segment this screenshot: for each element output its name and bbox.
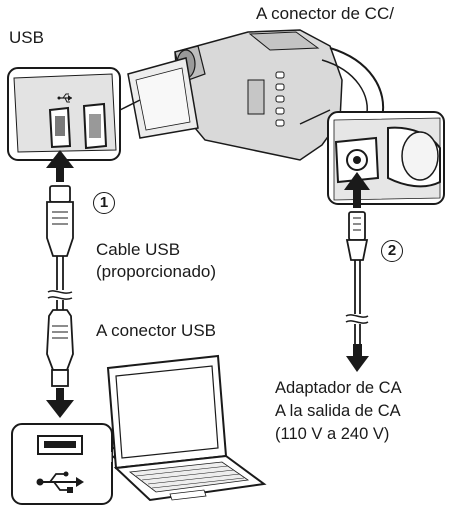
usb-port-callout <box>8 68 140 160</box>
usb-label: USB <box>9 28 44 48</box>
ac-outlet-label: A la salida de CA <box>275 401 401 421</box>
laptop <box>108 356 264 500</box>
usb-pc-arrow <box>46 388 74 418</box>
cable-usb-label: Cable USB <box>96 240 180 260</box>
dc-connector-label: A conector de CC/ <box>256 4 454 24</box>
usb-connector-label: A conector USB <box>96 321 216 341</box>
step-1-badge: 1 <box>93 192 115 214</box>
step-2-badge: 2 <box>381 240 403 262</box>
cable-provided-label: (proporcionado) <box>96 262 216 282</box>
ac-adapter-label: Adaptador de CA <box>275 378 402 398</box>
voltage-range-label: (110 V a 240 V) <box>275 424 389 444</box>
pc-usb-callout <box>12 424 124 504</box>
usb-cable <box>47 186 73 386</box>
dc-cable <box>346 212 369 372</box>
